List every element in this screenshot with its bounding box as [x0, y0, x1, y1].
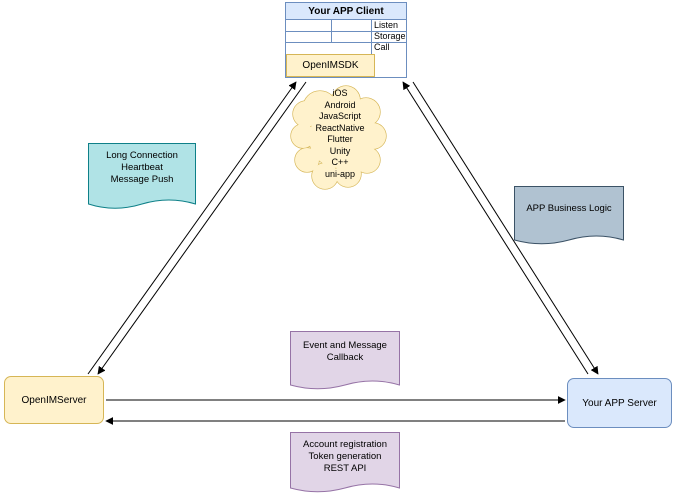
note-line: Event and Message: [303, 340, 387, 351]
note-app-business-logic: APP Business Logic: [514, 186, 624, 248]
document-shape-icon: [514, 186, 624, 245]
note-event-callback: Event and Message Callback: [290, 331, 400, 393]
cloud-shape-icon: [290, 85, 387, 190]
arrow-appserver-to-client: [402, 81, 589, 375]
platform-list: iOS Android JavaScript ReactNative Flutt…: [292, 88, 388, 180]
node-openimsdk: OpenIMSDK: [286, 54, 375, 77]
note-text: Long Connection Heartbeat Message Push: [88, 150, 196, 186]
note-line: Token generation: [308, 451, 382, 462]
client-grid-divider: [286, 42, 406, 43]
client-grid-divider: [286, 31, 406, 32]
document-shape-icon: [88, 143, 196, 209]
platform-flutter: Flutter: [327, 134, 353, 144]
note-line: REST API: [323, 463, 367, 474]
note-line: APP Business Logic: [526, 203, 612, 214]
platform-javascript: JavaScript: [318, 111, 362, 121]
node-platforms-cloud: iOS Android JavaScript ReactNative Flutt…: [290, 84, 388, 190]
platform-android: Android: [324, 99, 356, 110]
client-row-call: Call: [374, 42, 390, 52]
node-openimserver: OpenIMServer: [4, 376, 104, 424]
client-row-storage: Storage: [374, 31, 406, 41]
node-your-app-server: Your APP Server: [567, 378, 672, 428]
note-account-registration: Account registration Token generation RE…: [290, 432, 400, 496]
platform-cpp: C++: [331, 157, 349, 167]
note-line: Account registration: [303, 439, 387, 450]
platform-uniapp: uni-app: [324, 168, 356, 179]
note-line: Callback: [326, 352, 364, 363]
note-line: Long Connection: [106, 150, 178, 161]
note-line: Message Push: [110, 174, 174, 185]
platform-reactnative: ReactNative: [315, 122, 365, 133]
note-text: Event and Message Callback: [290, 340, 400, 364]
arrow-openimserver-to-client: [87, 81, 297, 375]
document-shape-icon: [290, 432, 400, 493]
platform-unity: Unity: [329, 145, 351, 156]
note-text: Account registration Token generation RE…: [290, 439, 400, 475]
client-title: Your APP Client: [286, 3, 406, 20]
document-shape-icon: [290, 331, 400, 390]
note-text: APP Business Logic: [514, 203, 624, 215]
arrow-client-to-openimserver: [97, 81, 307, 375]
client-grid-divider: [371, 20, 372, 77]
node-your-app-client: Your APP Client Listen Storage Call: [285, 2, 407, 78]
note-line: Heartbeat: [121, 162, 163, 173]
platform-ios: iOS: [332, 88, 348, 98]
arrow-client-to-appserver: [412, 81, 599, 375]
client-row-listen: Listen: [374, 20, 399, 30]
note-long-connection: Long Connection Heartbeat Message Push: [88, 143, 196, 213]
